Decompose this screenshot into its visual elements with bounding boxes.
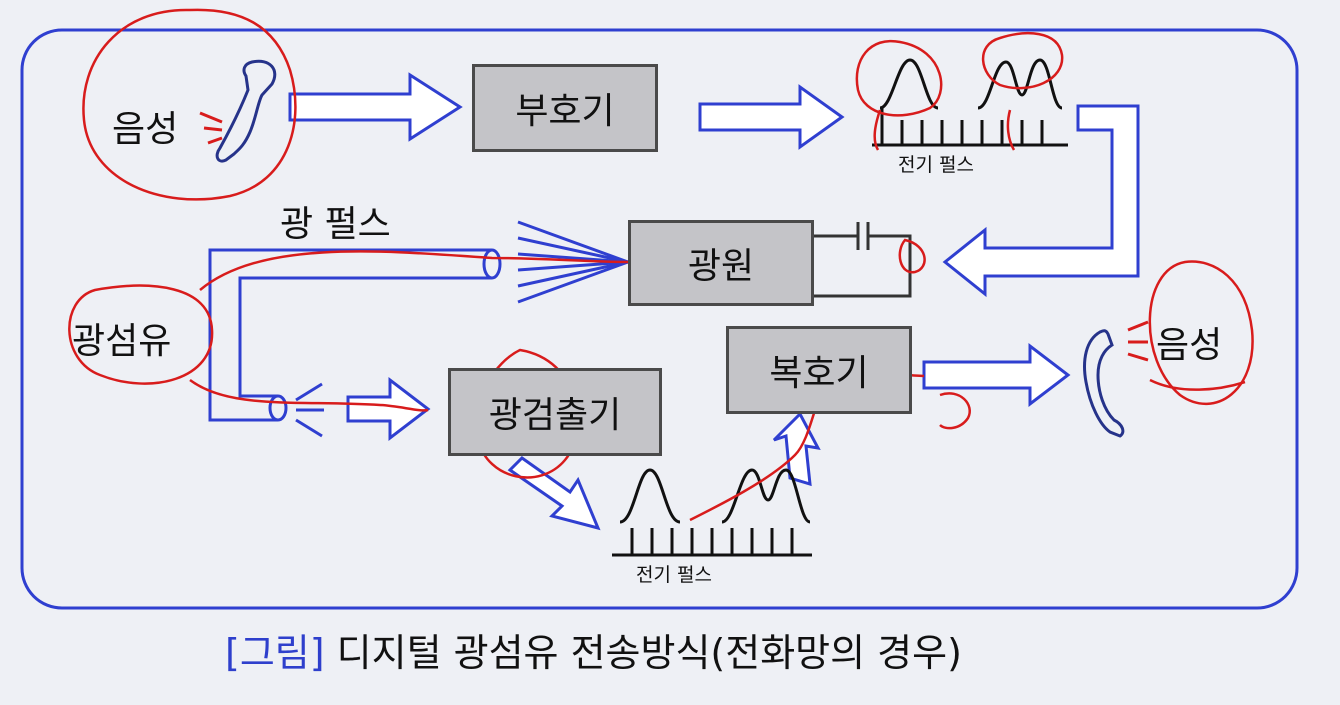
handwritten-annotations xyxy=(68,8,1254,522)
telephone-handset-icon xyxy=(199,59,277,163)
decoder-label: 복호기 xyxy=(769,353,869,394)
arrow-decoder-to-voice xyxy=(922,342,1071,408)
outer-frame xyxy=(20,28,1299,610)
arrow-encoder-to-pulse xyxy=(698,84,845,150)
detector-block: 광검출기 xyxy=(448,368,662,456)
detector-label: 광검출기 xyxy=(488,395,622,436)
drive-circuit xyxy=(812,222,912,298)
fiber-output-rays xyxy=(295,382,324,438)
electric-pulse-bottom xyxy=(612,468,812,557)
caption-text: 디지털 광섬유 전송방식(전화망의 경우) xyxy=(336,631,962,675)
encoder-block: 부호기 xyxy=(472,64,658,152)
electric-pulse-top-label: 전기 펄스 xyxy=(898,154,974,176)
decoder-block: 복호기 xyxy=(726,326,912,414)
fiber-label: 광섬유 xyxy=(72,321,172,362)
electric-pulse-top xyxy=(872,58,1068,147)
electric-pulse-bottom-label: 전기 펄스 xyxy=(636,564,712,586)
arrow-voice-to-encoder xyxy=(288,72,463,142)
voice-in-label: 음성 xyxy=(112,109,179,150)
telephone-handset-icon xyxy=(1083,320,1149,438)
caption-tag: [그림] xyxy=(225,631,325,675)
voice-out-label: 음성 xyxy=(1156,325,1223,366)
light-source-label: 광원 xyxy=(687,246,755,287)
figure-caption: [그림] 디지털 광섬유 전송방식(전화망의 경우) xyxy=(225,622,962,677)
light-source-block: 광원 xyxy=(628,220,814,306)
light-pulse-label: 광 펄스 xyxy=(280,204,391,245)
encoder-label: 부호기 xyxy=(515,91,615,132)
light-rays xyxy=(517,220,629,304)
arrow-pulse-to-light-source xyxy=(942,104,1140,298)
optical-fiber xyxy=(208,248,502,422)
arrow-fiber-to-detector xyxy=(346,376,431,442)
